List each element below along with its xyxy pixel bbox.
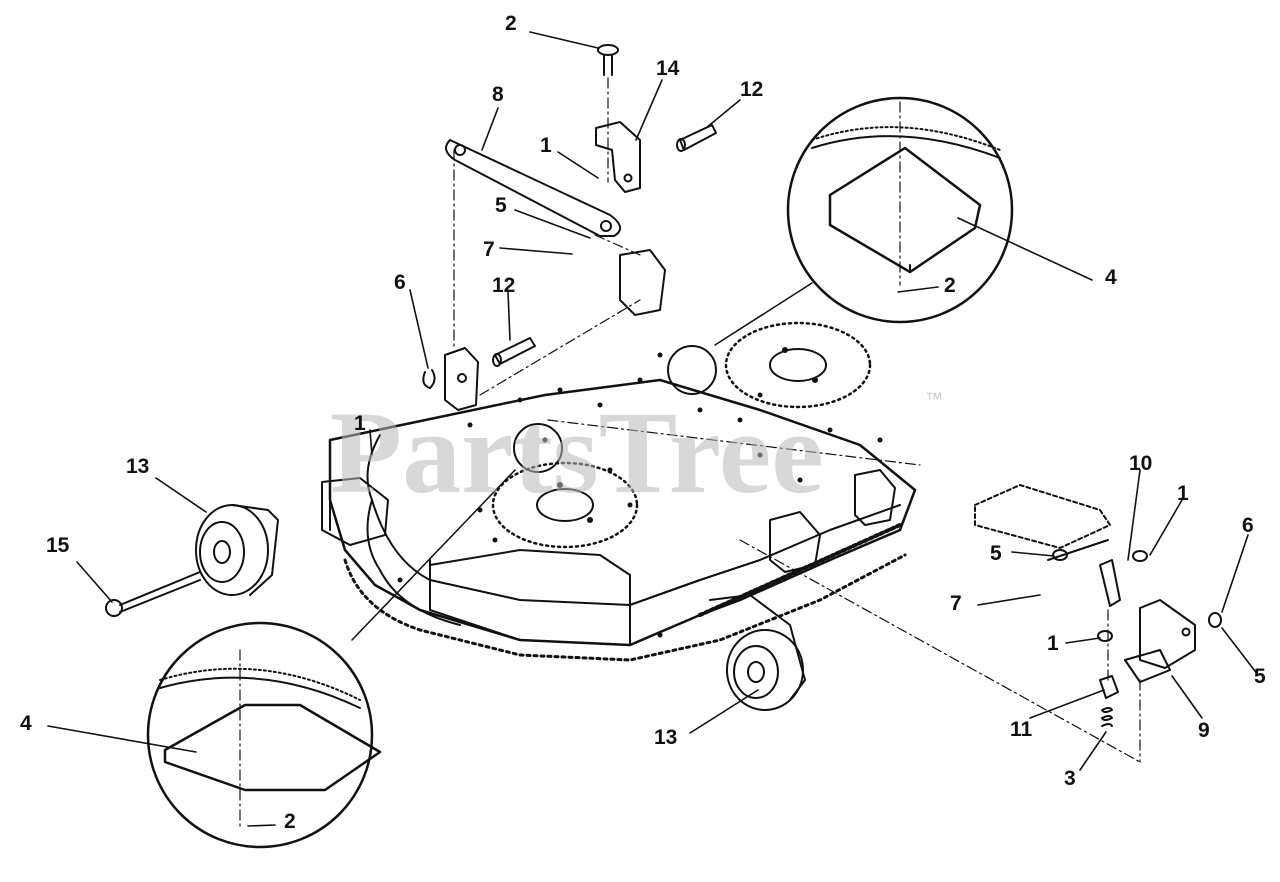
callout-label: 10 [1129, 452, 1152, 475]
clevis-pin-icon [676, 124, 717, 152]
callout-label: 2 [284, 810, 296, 833]
alignment-lines [239, 77, 1141, 831]
callout-label: 7 [483, 238, 495, 261]
callout-label: 4 [1105, 266, 1117, 289]
detail-circle-lower-icon [146, 621, 382, 849]
mower-deck-icon [321, 249, 917, 662]
hairpin-icon [422, 369, 436, 389]
leader-lines [47, 31, 1259, 827]
front-pin-icon [492, 337, 536, 367]
front-hanger-icon [444, 347, 479, 411]
callout-label: 2 [944, 274, 956, 297]
rear-hanger-icon [974, 484, 1111, 549]
callout-label: 11 [1010, 718, 1033, 741]
callout-label: 14 [656, 57, 680, 80]
spring-icon [1099, 675, 1119, 727]
rear-bracket-icon [1124, 599, 1196, 683]
callout-label: 3 [1064, 767, 1076, 790]
callout-label: 7 [950, 592, 962, 615]
callout-label: 1 [540, 134, 552, 157]
wheel-bolt-icon [105, 571, 201, 617]
carriage-bolt-icon [597, 44, 619, 76]
callout-label: 6 [1242, 514, 1254, 537]
callout-label: 12 [740, 78, 763, 101]
callout-label: 5 [495, 194, 507, 217]
callout-label: 2 [505, 12, 517, 35]
callout-label: 15 [46, 534, 70, 557]
callout-label: 13 [126, 455, 149, 478]
watermark-text: PartsTree [330, 387, 824, 518]
wheel-rear-icon [709, 594, 806, 711]
callout-label: 1 [1177, 482, 1189, 505]
trademark-symbol: ™ [925, 389, 943, 409]
rear-link-icon [1047, 539, 1121, 607]
callout-label: 6 [394, 271, 406, 294]
hanger-bracket-icon [595, 121, 641, 193]
callout-label: 9 [1198, 719, 1210, 742]
washers-icon [1052, 549, 1222, 642]
detail-circle-upper-icon [786, 96, 1014, 324]
callout-label: 13 [654, 726, 677, 749]
callout-label: 5 [1254, 665, 1266, 688]
callout-label: 1 [1047, 632, 1059, 655]
lift-link-icon [445, 139, 621, 237]
callout-label: 12 [492, 274, 515, 297]
callout-labels: 2 14 12 8 1 5 7 4 2 6 12 1 13 15 10 1 6 … [20, 12, 1266, 833]
callout-label: 4 [20, 712, 32, 735]
callout-label: 8 [492, 83, 504, 106]
callout-label: 5 [990, 542, 1002, 565]
callout-label: 1 [354, 412, 366, 435]
zoom-circles [351, 282, 813, 641]
wheel-left-icon [195, 504, 279, 596]
